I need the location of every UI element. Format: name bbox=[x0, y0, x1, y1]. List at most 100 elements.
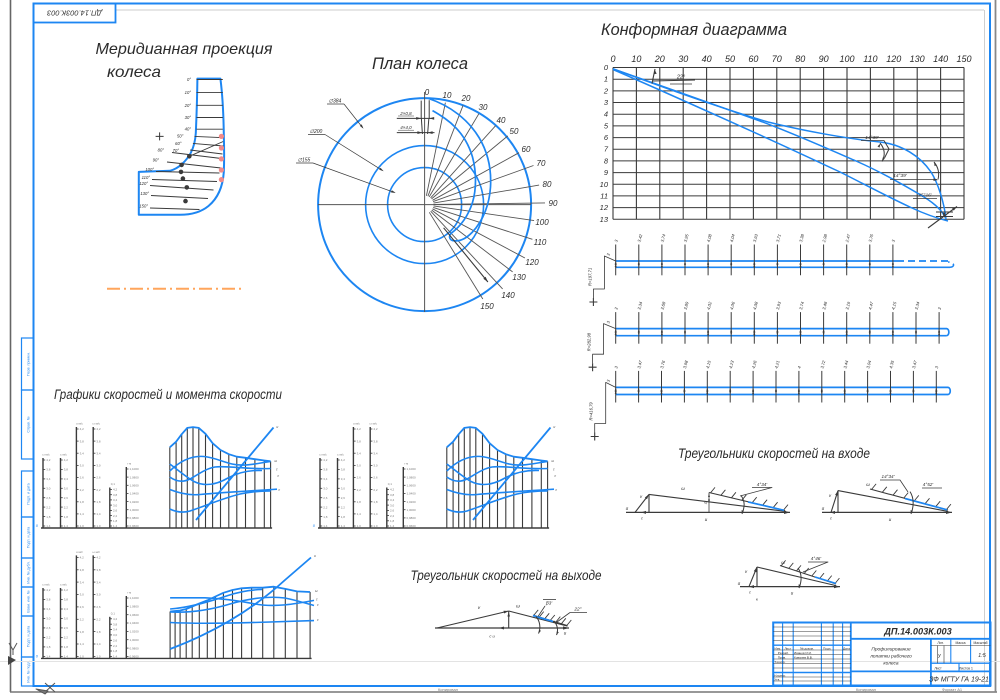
svg-text:3,95: 3,95 bbox=[683, 233, 690, 243]
svg-text:ДП.14.003К.003: ДП.14.003К.003 bbox=[46, 9, 103, 18]
svg-text:90°: 90° bbox=[153, 158, 160, 163]
svg-text:0°: 0° bbox=[187, 77, 191, 82]
svg-text:2,2: 2,2 bbox=[341, 505, 346, 509]
svg-text:0,1: 0,1 bbox=[111, 482, 116, 486]
svg-text:2,2: 2,2 bbox=[113, 514, 118, 518]
svg-text:20: 20 bbox=[461, 94, 471, 103]
svg-text:3,4: 3,4 bbox=[341, 477, 346, 481]
svg-text:1,4: 1,4 bbox=[80, 512, 85, 516]
svg-text:4,2: 4,2 bbox=[64, 588, 69, 592]
svg-text:0: 0 bbox=[604, 63, 609, 72]
svg-text:4,2: 4,2 bbox=[80, 556, 85, 560]
svg-text:u м/с: u м/с bbox=[76, 422, 83, 426]
svg-text:Разраб.: Разраб. bbox=[778, 651, 789, 655]
svg-text:3,0: 3,0 bbox=[113, 633, 118, 637]
svg-text:α: α bbox=[626, 506, 629, 511]
svg-text:3,0: 3,0 bbox=[113, 503, 118, 507]
svg-text:2,2: 2,2 bbox=[64, 636, 69, 640]
svg-text:1,4: 1,4 bbox=[373, 512, 378, 516]
svg-text:1,4: 1,4 bbox=[46, 655, 51, 659]
svg-text:3,34: 3,34 bbox=[636, 301, 643, 311]
svg-text:60°: 60° bbox=[175, 141, 182, 146]
svg-text:2,2: 2,2 bbox=[64, 505, 69, 509]
svg-text:150: 150 bbox=[956, 54, 971, 64]
svg-text:6: 6 bbox=[604, 133, 609, 142]
svg-text:10: 10 bbox=[600, 180, 609, 189]
svg-text:Подп. и дата: Подп. и дата bbox=[27, 626, 31, 647]
svg-text:2,2: 2,2 bbox=[80, 488, 85, 492]
svg-text:u: u bbox=[314, 554, 316, 558]
svg-text:4°46': 4°46' bbox=[811, 556, 822, 561]
svg-text:90: 90 bbox=[819, 54, 829, 64]
svg-text:5: 5 bbox=[604, 121, 609, 130]
svg-text:ω: ω bbox=[866, 482, 870, 487]
svg-text:1,0000: 1,0000 bbox=[130, 638, 140, 642]
svg-text:10: 10 bbox=[631, 54, 641, 64]
svg-text:с: с bbox=[317, 603, 319, 607]
svg-text:140: 140 bbox=[501, 291, 515, 300]
svg-text:4,08: 4,08 bbox=[706, 233, 713, 243]
svg-text:3,8: 3,8 bbox=[80, 439, 85, 443]
svg-text:∅200: ∅200 bbox=[310, 129, 323, 135]
svg-text:100: 100 bbox=[839, 54, 854, 64]
svg-text:у: у bbox=[937, 653, 941, 659]
svg-text:№ докум.: № докум. bbox=[800, 646, 814, 650]
svg-text:20: 20 bbox=[654, 54, 665, 64]
svg-text:3,0: 3,0 bbox=[64, 487, 69, 491]
svg-text:4,08: 4,08 bbox=[752, 301, 759, 311]
svg-text:Инв. № подл.: Инв. № подл. bbox=[27, 660, 31, 682]
svg-text:Подп. и дата: Подп. и дата bbox=[27, 483, 31, 504]
svg-text:1,0200: 1,0200 bbox=[407, 500, 417, 504]
svg-text:3,8: 3,8 bbox=[46, 598, 51, 602]
svg-text:30: 30 bbox=[678, 54, 688, 64]
svg-text:110: 110 bbox=[534, 238, 547, 247]
svg-text:3,47: 3,47 bbox=[636, 359, 643, 369]
svg-text:2×0,8: 2×0,8 bbox=[399, 111, 412, 116]
svg-text:3: 3 bbox=[937, 306, 943, 310]
svg-text:4: 4 bbox=[797, 365, 803, 369]
svg-text:1,8: 1,8 bbox=[64, 645, 69, 649]
svg-text:3,8: 3,8 bbox=[323, 468, 328, 472]
svg-text:130: 130 bbox=[910, 54, 925, 64]
svg-text:2,2: 2,2 bbox=[113, 644, 118, 648]
svg-text:ω м/с: ω м/с bbox=[369, 422, 377, 426]
svg-text:u: u bbox=[277, 425, 279, 429]
svg-text:с: с bbox=[555, 474, 557, 478]
svg-text:9: 9 bbox=[604, 168, 609, 177]
svg-text:колеса: колеса bbox=[883, 662, 899, 667]
svg-text:4,2: 4,2 bbox=[357, 427, 362, 431]
svg-text:3,8: 3,8 bbox=[64, 468, 69, 472]
svg-text:u: u bbox=[705, 517, 708, 522]
svg-text:0,9800: 0,9800 bbox=[130, 516, 140, 520]
svg-text:u м/с: u м/с bbox=[76, 550, 83, 554]
svg-text:2,6: 2,6 bbox=[80, 476, 85, 480]
svg-text:3,4: 3,4 bbox=[390, 498, 395, 502]
svg-text:α: α bbox=[822, 506, 825, 511]
svg-text:3,8: 3,8 bbox=[96, 568, 101, 572]
svg-text:3,0: 3,0 bbox=[96, 593, 101, 597]
svg-text:с: с bbox=[553, 468, 555, 472]
svg-text:14°39': 14°39' bbox=[865, 135, 880, 141]
svg-text:2,6: 2,6 bbox=[357, 476, 362, 480]
svg-text:2,6: 2,6 bbox=[64, 626, 69, 630]
svg-text:с м/с: с м/с bbox=[60, 583, 67, 587]
svg-text:3,4: 3,4 bbox=[113, 628, 118, 632]
svg-text:2,2: 2,2 bbox=[323, 505, 328, 509]
svg-text:Дата: Дата bbox=[843, 646, 850, 650]
svg-text:3,8: 3,8 bbox=[80, 568, 85, 572]
svg-text:30°: 30° bbox=[185, 115, 192, 120]
svg-text:Подп. и дата: Подп. и дата bbox=[27, 527, 31, 548]
svg-text:Масса: Масса bbox=[955, 641, 965, 645]
svg-text:3: 3 bbox=[613, 365, 619, 369]
svg-text:ω м/с: ω м/с bbox=[42, 453, 50, 457]
svg-text:120: 120 bbox=[525, 258, 539, 267]
svg-text:3,74: 3,74 bbox=[660, 233, 667, 243]
svg-text:Лист: Лист bbox=[934, 667, 942, 671]
svg-text:3,0: 3,0 bbox=[46, 617, 51, 621]
svg-text:Графики скоростей и момента ск: Графики скоростей и момента скорости bbox=[54, 387, 282, 402]
svg-text:7: 7 bbox=[604, 145, 609, 154]
svg-text:u: u bbox=[791, 591, 794, 596]
svg-text:1,0: 1,0 bbox=[373, 524, 378, 528]
svg-text:20°: 20° bbox=[184, 103, 192, 108]
svg-text:4,15: 4,15 bbox=[705, 359, 712, 369]
